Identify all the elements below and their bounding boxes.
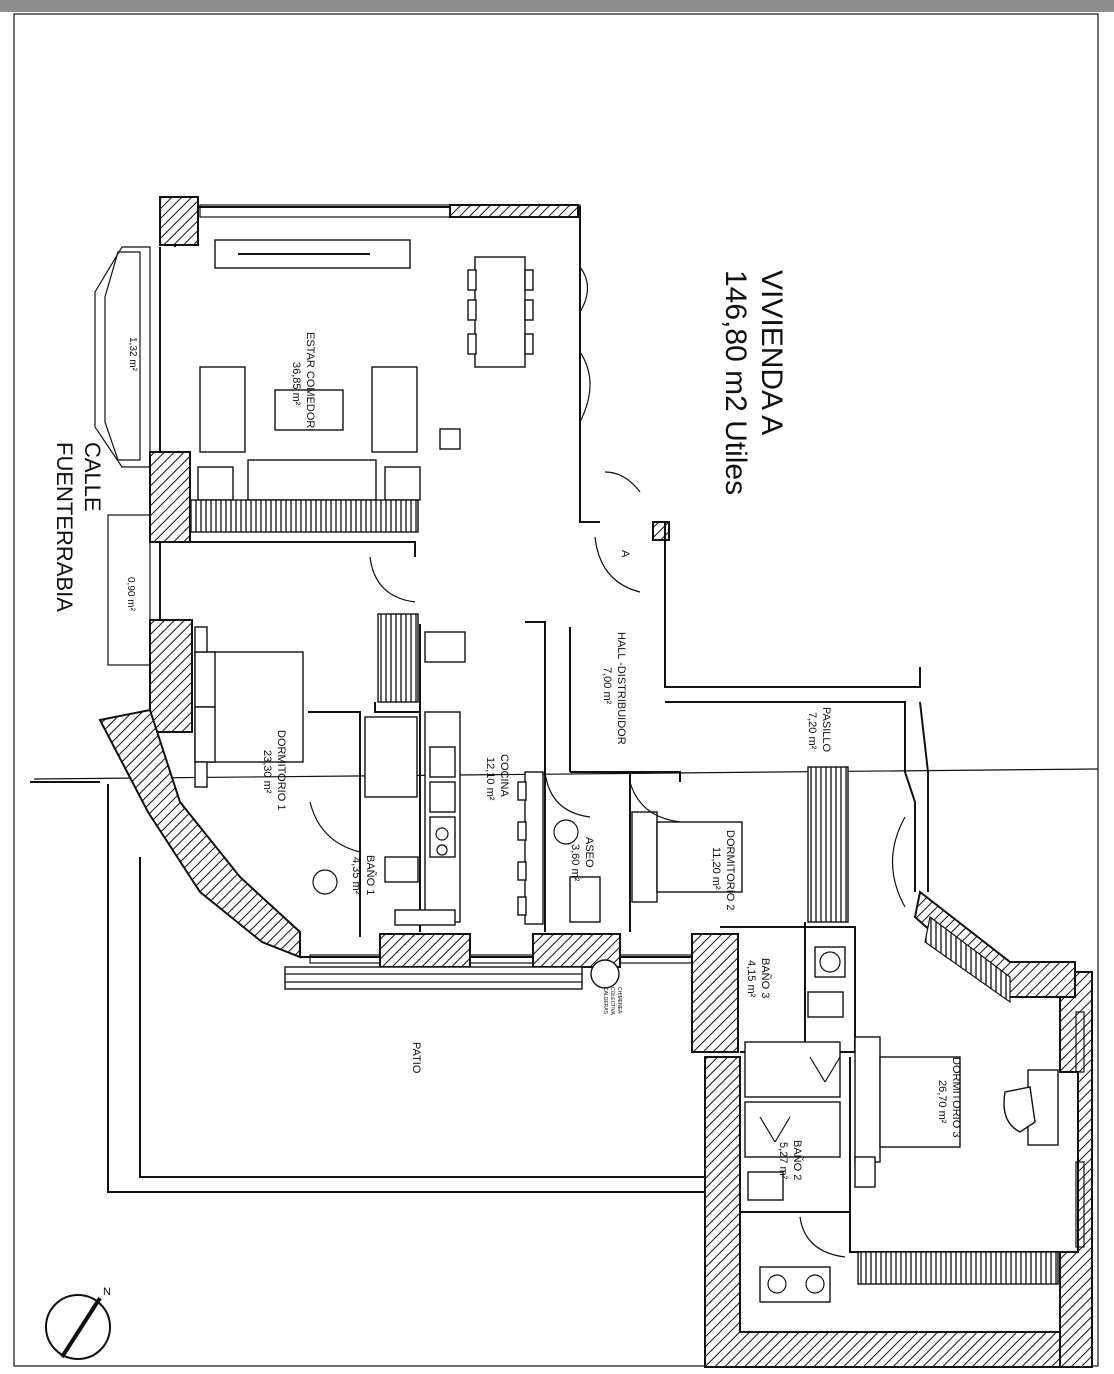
balcony2-area: 0,90 m² [125,577,136,612]
room-dorm1-area: 23,30 m² [261,750,273,794]
room-hall-area: 7,00 m² [601,667,613,705]
room-pasillo-area: 7,20 m² [806,712,818,750]
balcony1-area: 1,32 m² [127,337,138,372]
title-line2: 146,80 m2 Utiles [719,270,752,495]
street-line1: CALLE [80,442,105,512]
room-labels: ESTAR COMEDOR 36,85 m² DORMITORIO 1 23,3… [125,332,962,1180]
street-label: CALLE FUENTERRABIA [52,442,105,612]
sheet-border [13,13,1099,1367]
walls [30,196,1093,1368]
fold-line [33,768,1099,780]
room-aseo-name: ASEO [583,837,595,868]
room-bano3-area: 4,15 m² [745,960,757,998]
room-bano1-area: 4,35 m² [350,857,362,895]
room-cocina-area: 12,10 m² [484,757,496,801]
room-pasillo-name: PASILLO [820,707,832,752]
north-label: N [103,1286,111,1298]
room-dorm2-name: DORMITORIO 2 [724,830,736,910]
chimney-line2: COLECTIVA [609,987,615,1016]
street-line2: FUENTERRABIA [52,442,77,612]
plan-title: VIVIENDA A 146,80 m2 Utiles [719,270,788,495]
room-estar-name: ESTAR COMEDOR [304,332,316,428]
chimney-circle [590,959,620,989]
room-bano2-name: BAÑO 2 [791,1140,804,1180]
room-hall-name: HALL -DISTRIBUIDOR [615,632,627,745]
furniture [189,239,1059,1303]
entrance-label: A [619,550,631,558]
room-aseo-area: 3,60 m² [569,844,581,882]
room-bano2-area: 5,27 m² [777,1142,789,1180]
patio-label: PATIO [410,1042,422,1074]
room-cocina-name: COCINA [498,754,510,797]
room-bano1-name: BAÑO 1 [364,855,377,895]
chimney-line3: CALDERAS [602,987,608,1015]
room-dorm3-name: DORMITORIO 3 [950,1057,962,1137]
title-line1: VIVIENDA A [755,270,788,435]
doors [309,266,906,1258]
windows [199,204,1085,1248]
chimney-line1: CHIMENEA [616,987,622,1014]
room-dorm2-area: 11,20 m² [710,847,722,890]
balconies [94,246,151,666]
room-bano3-name: BAÑO 3 [759,958,772,998]
floor-plan: N VIVIENDA A 146,80 m2 Utiles CALLE FUEN… [13,13,1099,1368]
plan-sheet: N VIVIENDA A 146,80 m2 Utiles CALLE FUEN… [0,12,1114,1374]
room-dorm1-name: DORMITORIO 1 [275,730,287,810]
room-estar-area: 36,85 m² [290,362,302,406]
room-dorm3-area: 26,70 m² [936,1080,948,1124]
north-compass: N [45,1286,111,1360]
